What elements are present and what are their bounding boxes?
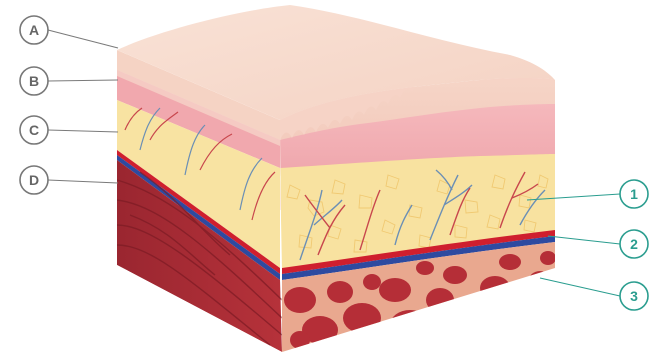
label-b-text: B — [29, 73, 39, 89]
callout-line-d — [48, 180, 118, 183]
callout-line-a — [48, 30, 118, 48]
callout-line-3 — [540, 278, 620, 296]
label-d: D — [20, 166, 48, 194]
label-c-text: C — [29, 122, 39, 138]
label-1-text: 1 — [630, 186, 638, 202]
label-3-text: 3 — [630, 288, 638, 304]
label-2: 2 — [620, 230, 648, 258]
label-a: A — [20, 16, 48, 44]
callout-line-b — [48, 80, 118, 81]
label-b: B — [20, 67, 48, 95]
callout-line-2 — [548, 236, 620, 244]
label-3: 3 — [620, 282, 648, 310]
label-1: 1 — [620, 180, 648, 208]
label-c: C — [20, 116, 48, 144]
callout-line-c — [48, 130, 118, 132]
label-2-text: 2 — [630, 236, 638, 252]
label-a-text: A — [29, 22, 39, 38]
label-d-text: D — [29, 172, 39, 188]
